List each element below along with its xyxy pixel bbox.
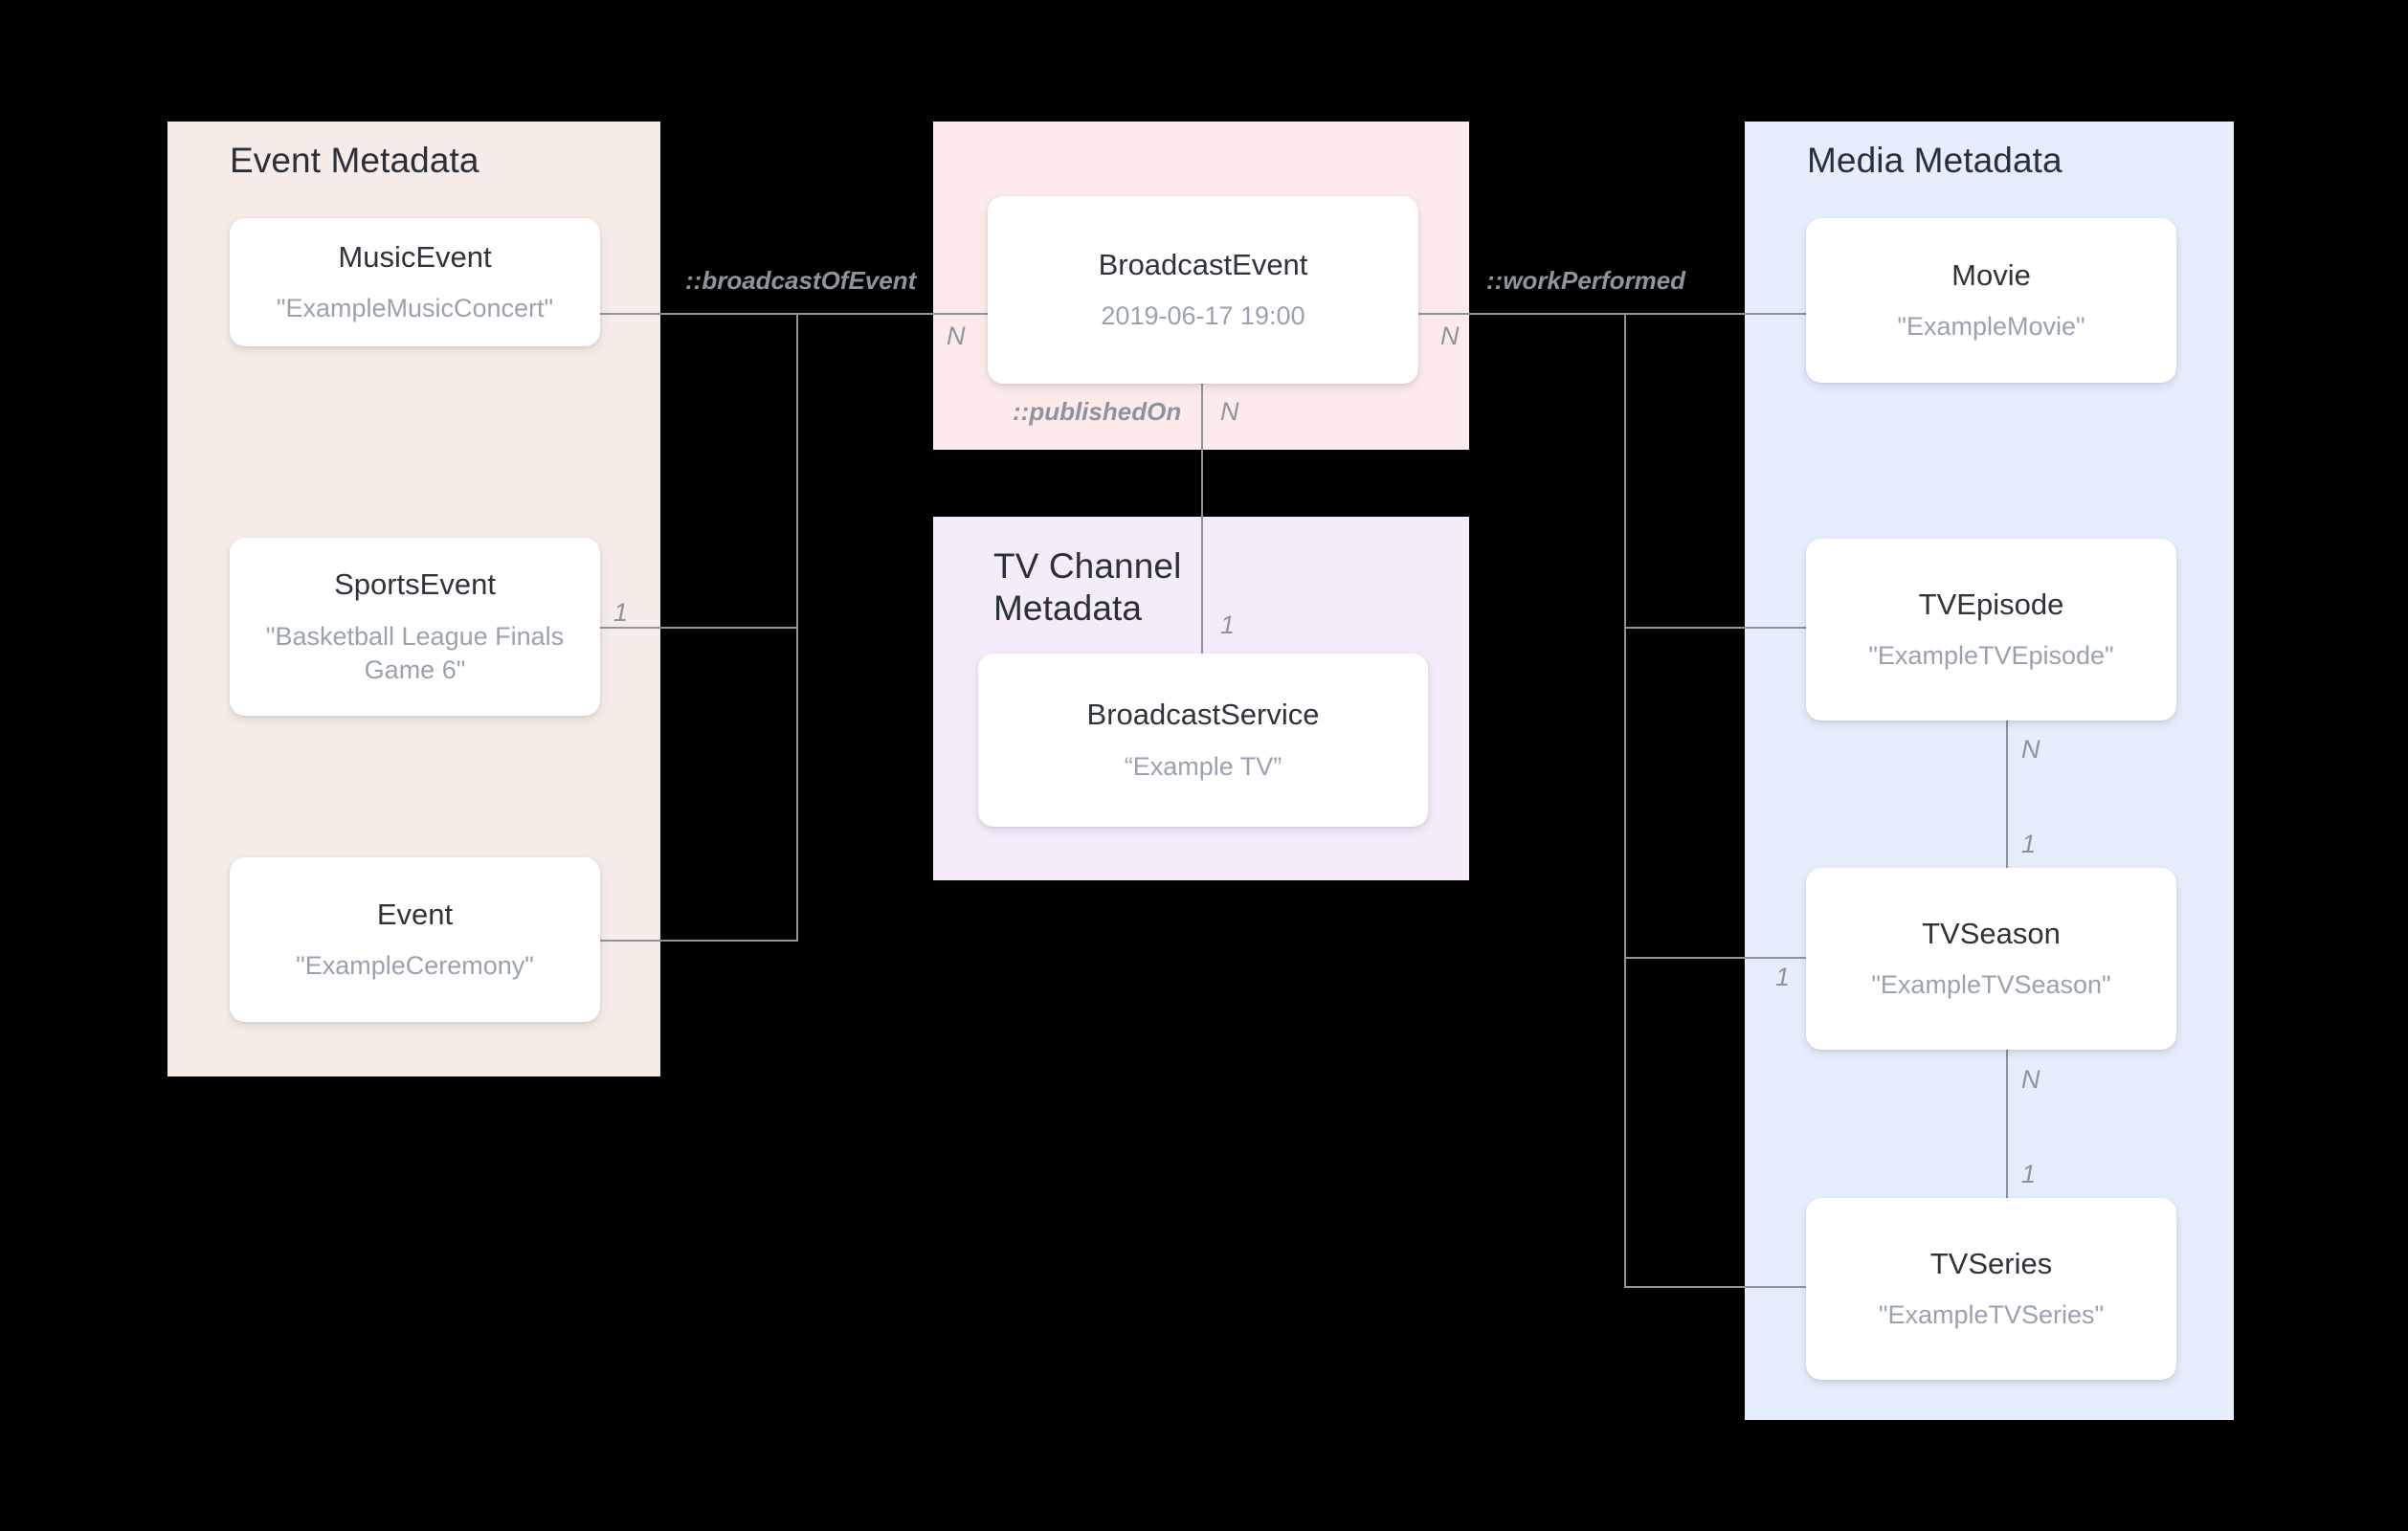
connector-media-bus-vertical (1624, 313, 1626, 1286)
entity-name-movie: Movie (1951, 257, 2031, 292)
cardinality-tv-season-n: N (2021, 1065, 2040, 1094)
relation-label-work-performed: ::workPerformed (1486, 266, 1686, 295)
entity-card-sports-event[interactable]: SportsEvent "Basketball League Finals Ga… (230, 538, 600, 716)
cardinality-broadcast-event-down: N (1220, 397, 1239, 426)
entity-name-event: Event (376, 897, 454, 931)
entity-value-tv-episode: "ExampleTVEpisode" (1868, 641, 2114, 671)
entity-card-music-event[interactable]: MusicEvent "ExampleMusicConcert" (230, 218, 600, 346)
group-title-tv-channel-metadata: TV Channel Metadata (993, 546, 1182, 628)
connector-event-bus-vertical (796, 313, 798, 940)
entity-value-sports-event: "Basketball League Finals Game 6" (265, 621, 565, 684)
connector-tv-episode-to-tv-season (2006, 720, 2008, 901)
entity-value-movie: "ExampleMovie" (1897, 312, 2085, 342)
entity-value-broadcast-service: “Example TV” (1124, 751, 1282, 781)
entity-value-music-event: "ExampleMusicConcert" (276, 294, 554, 323)
connector-music-event-to-bus (600, 313, 798, 315)
connector-tv-season-to-tv-series (2006, 1050, 2008, 1231)
entity-name-sports-event: SportsEvent (334, 567, 496, 602)
cardinality-tv-season-left: 1 (1775, 963, 1791, 991)
cardinality-broadcast-service: 1 (1220, 610, 1236, 639)
entity-value-event: "ExampleCeremony" (296, 951, 534, 981)
entity-value-broadcast-event: 2019-06-17 19:00 (1101, 301, 1305, 331)
connector-broadcast-event-to-service (1201, 383, 1203, 654)
connector-bus-to-tv-season (1624, 957, 1806, 959)
cardinality-sports-event: 1 (613, 598, 629, 627)
entity-name-music-event: MusicEvent (338, 239, 492, 274)
entity-name-broadcast-service: BroadcastService (1086, 698, 1320, 732)
group-title-event-metadata: Event Metadata (230, 141, 479, 180)
entity-card-tv-season[interactable]: TVSeason "ExampleTVSeason" (1806, 868, 2176, 1050)
entity-card-event[interactable]: Event "ExampleCeremony" (230, 857, 600, 1022)
entity-name-tv-season: TVSeason (1922, 916, 2061, 950)
entity-card-tv-series[interactable]: TVSeries "ExampleTVSeries" (1806, 1198, 2176, 1380)
relation-label-broadcast-of-event: ::broadcastOfEvent (685, 266, 917, 295)
entity-card-movie[interactable]: Movie "ExampleMovie" (1806, 218, 2176, 383)
entity-name-broadcast-event: BroadcastEvent (1098, 247, 1308, 281)
connector-event-to-bus (600, 940, 798, 942)
relation-label-published-on: ::publishedOn (1013, 397, 1182, 426)
connector-bus-to-broadcast-event (796, 313, 988, 315)
cardinality-tv-series: 1 (2021, 1160, 2037, 1188)
cardinality-tv-episode-n: N (2021, 735, 2040, 764)
group-title-media-metadata: Media Metadata (1807, 141, 2062, 180)
cardinality-broadcast-event-right: N (1440, 322, 1460, 350)
cardinality-broadcast-event-left: N (947, 322, 966, 350)
entity-name-tv-series: TVSeries (1929, 1246, 2053, 1280)
entity-card-broadcast-service[interactable]: BroadcastService “Example TV” (978, 654, 1428, 827)
entity-name-tv-episode: TVEpisode (1918, 587, 2064, 621)
connector-bus-to-movie (1624, 313, 1806, 315)
connector-bus-to-tv-series (1624, 1286, 1806, 1288)
connector-sports-event-to-bus (600, 627, 798, 629)
entity-card-tv-episode[interactable]: TVEpisode "ExampleTVEpisode" (1806, 539, 2176, 721)
connector-bus-to-tv-episode (1624, 627, 1806, 629)
cardinality-tv-season-top: 1 (2021, 830, 2037, 858)
entity-value-tv-season: "ExampleTVSeason" (1871, 970, 2111, 1000)
connector-broadcast-event-to-media-bus (1416, 313, 1626, 315)
entity-value-tv-series: "ExampleTVSeries" (1878, 1300, 2105, 1330)
entity-card-broadcast-event[interactable]: BroadcastEvent 2019-06-17 19:00 (988, 196, 1418, 384)
